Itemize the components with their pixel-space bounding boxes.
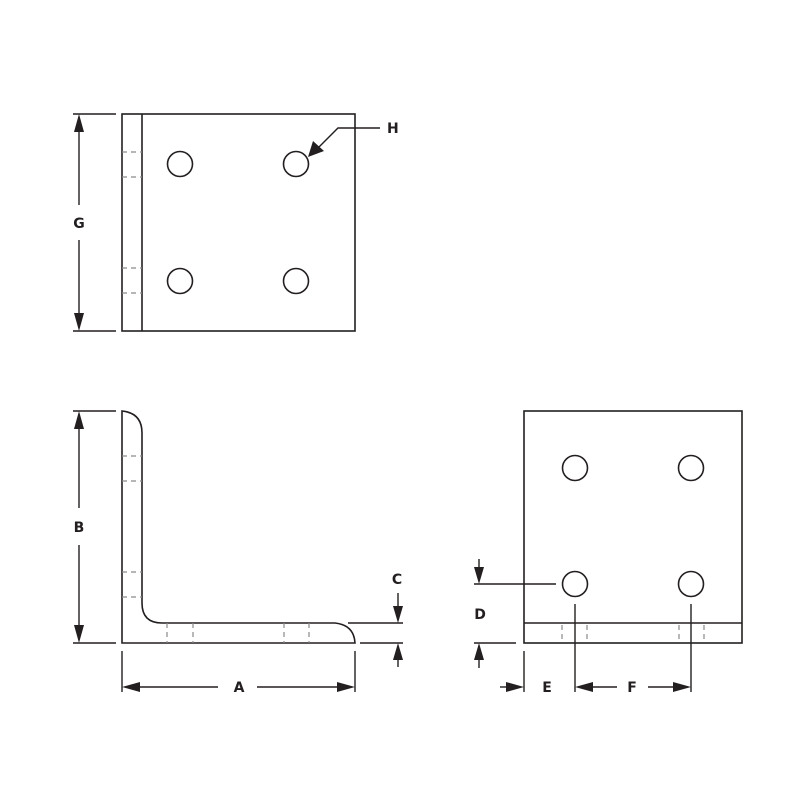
arrow-down-icon [74, 625, 84, 643]
dimension-label-b: B [74, 520, 85, 536]
arrow-up-icon [393, 643, 403, 660]
arrow-up-icon [74, 411, 84, 429]
arrow-right-icon [506, 682, 524, 692]
arrow-left-icon [575, 682, 593, 692]
dimension-label-d: D [474, 607, 486, 623]
dimension-label-e: E [542, 680, 552, 696]
front-view-flange-outline [523, 410, 743, 644]
arrow-down-icon [74, 313, 84, 331]
front-view: D E F [474, 410, 743, 696]
arrow-down-icon [393, 606, 403, 623]
arrow-up-icon [74, 114, 84, 132]
dimension-label-h: H [387, 121, 399, 137]
angle-profile-outline [121, 410, 356, 644]
dimension-c: C [348, 572, 403, 667]
dimension-label-f: F [627, 680, 637, 696]
top-view-flange-outline [121, 113, 356, 332]
dimension-b: B [73, 410, 116, 644]
dimension-e: E [500, 604, 576, 696]
mounting-hole [166, 267, 194, 295]
dimension-f: F [575, 604, 692, 696]
arrow-up-icon [474, 643, 484, 660]
dimension-g: G [73, 113, 116, 332]
mounting-hole [677, 454, 705, 482]
mounting-hole [677, 570, 705, 598]
dimension-h: H [308, 121, 399, 157]
side-view: B A C [73, 410, 403, 696]
arrow-right-icon [337, 682, 355, 692]
mounting-hole [561, 454, 589, 482]
mounting-hole [282, 150, 310, 178]
dimension-label-a: A [234, 680, 245, 696]
mounting-hole [282, 267, 310, 295]
dimension-label-g: G [73, 216, 85, 232]
arrow-right-icon [673, 682, 691, 692]
dimension-label-c: C [392, 572, 402, 588]
mounting-hole [561, 570, 589, 598]
arrow-left-icon [122, 682, 140, 692]
dimension-d: D [474, 559, 556, 668]
top-view: G H [73, 113, 399, 332]
dimension-a: A [121, 651, 356, 696]
arrow-down-icon [474, 567, 484, 584]
arrow-icon [308, 141, 324, 157]
leader-line [317, 127, 380, 149]
mounting-hole [166, 150, 194, 178]
